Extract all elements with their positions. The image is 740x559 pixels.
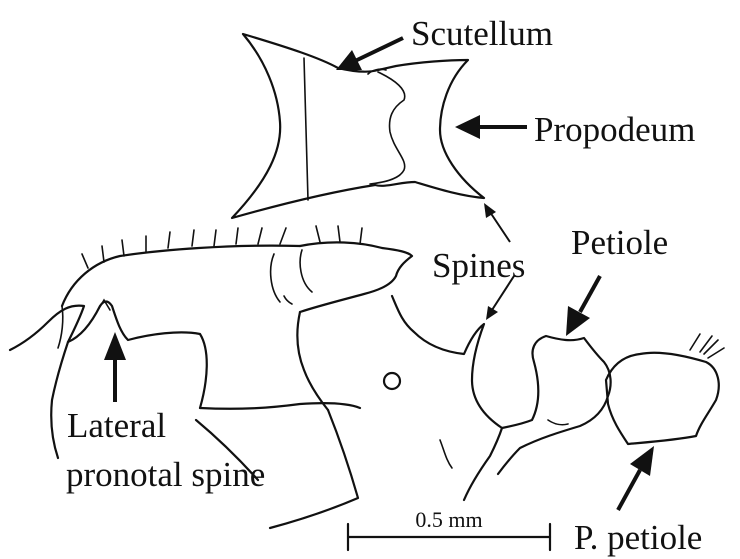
scutellum-arrow xyxy=(355,38,403,61)
label-propodeum: Propodeum xyxy=(534,110,695,149)
scale-bar: 0.5 mm xyxy=(348,507,550,550)
propodeal-spiracle xyxy=(384,373,400,389)
scale-bar-label: 0.5 mm xyxy=(415,507,482,532)
label-scutellum: Scutellum xyxy=(411,14,553,53)
propodeum-lateral-outline xyxy=(392,296,502,500)
post-petiole-outline xyxy=(606,353,719,444)
propodeum-inner-contour xyxy=(370,72,405,184)
label-post-petiole: P. petiole xyxy=(574,518,702,557)
petiole-arrow xyxy=(580,276,600,312)
petiole-outline xyxy=(498,336,611,474)
lateral-pronotal-plate xyxy=(68,302,207,409)
label-petiole: Petiole xyxy=(571,223,668,262)
label-lateral: Lateral xyxy=(67,406,166,445)
label-spines: Spines xyxy=(432,246,525,285)
label-pronotal-spine: pronotal spine xyxy=(66,455,265,494)
scutellum-suture xyxy=(304,58,308,200)
spines-arrow-up xyxy=(490,212,510,242)
mesopleuron-outline xyxy=(297,312,328,410)
annotation-arrows xyxy=(104,38,654,510)
pronotum-outline xyxy=(62,246,300,306)
post-petiole-arrow xyxy=(618,470,640,510)
